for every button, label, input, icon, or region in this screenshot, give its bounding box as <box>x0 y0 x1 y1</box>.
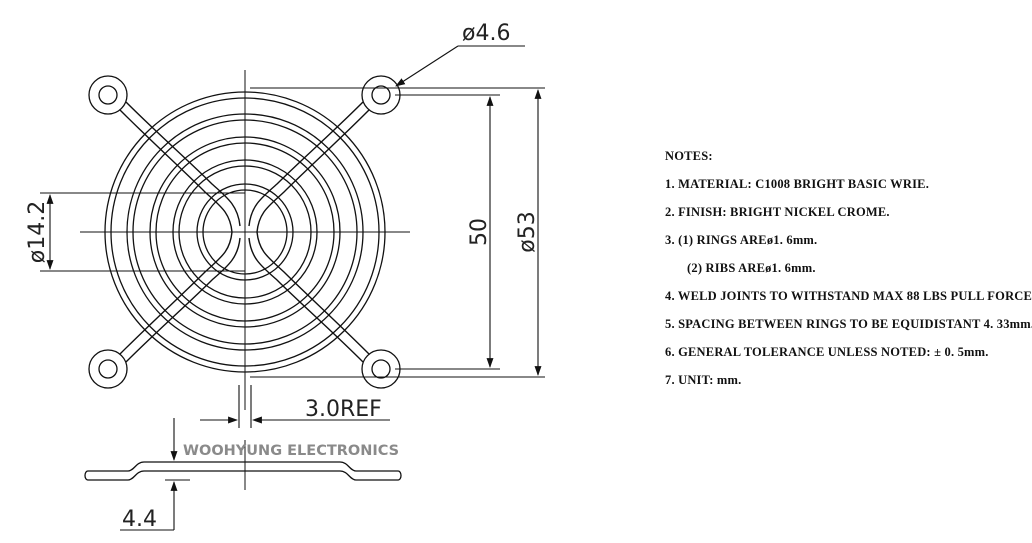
note-material: 1. MATERIAL: C1008 BRIGHT BASIC WRIE. <box>665 177 930 191</box>
hole-bottom-right <box>361 349 401 389</box>
center-diameter-label: ø14.2 <box>25 201 50 263</box>
guard-ribs <box>119 101 370 363</box>
dim-center <box>40 192 245 272</box>
hole-bottom-left <box>88 349 128 389</box>
dim-outer <box>250 87 545 378</box>
hole-spacing-label: 50 <box>467 218 492 246</box>
outer-diameter-label: ø53 <box>515 211 540 252</box>
height-label: 4.4 <box>122 507 157 532</box>
dim-height <box>120 418 190 531</box>
note-unit: 7. UNIT: mm. <box>665 373 742 387</box>
note-finish: 2. FINISH: BRIGHT NICKEL CROME. <box>665 205 890 219</box>
note-weld: 4. WELD JOINTS TO WITHSTAND MAX 88 LBS P… <box>665 289 1032 303</box>
hole-top-right <box>361 75 401 115</box>
hole-diameter-label: ø4.6 <box>462 21 510 46</box>
dim-hole-spacing <box>395 94 500 370</box>
rib-ref-label: 3.0REF <box>305 397 382 422</box>
notes-title: NOTES: <box>665 149 713 163</box>
note-rings: 3. (1) RINGS AREø1. 6mm. <box>665 233 818 247</box>
notes-block: NOTES: 1. MATERIAL: C1008 BRIGHT BASIC W… <box>665 148 1032 400</box>
company-watermark: WOOHYUNG ELECTRONICS <box>183 443 399 459</box>
side-profile <box>84 440 402 490</box>
hole-top-left <box>88 75 128 115</box>
center-lines <box>80 70 410 410</box>
dim-rib-ref <box>200 385 390 428</box>
note-spacing: 5. SPACING BETWEEN RINGS TO BE EQUIDISTA… <box>665 317 1032 331</box>
note-ribs: (2) RIBS AREø1. 6mm. <box>687 261 816 275</box>
note-tolerance: 6. GENERAL TOLERANCE UNLESS NOTED: ± 0. … <box>665 345 989 359</box>
dim-hole-leader <box>395 45 525 87</box>
